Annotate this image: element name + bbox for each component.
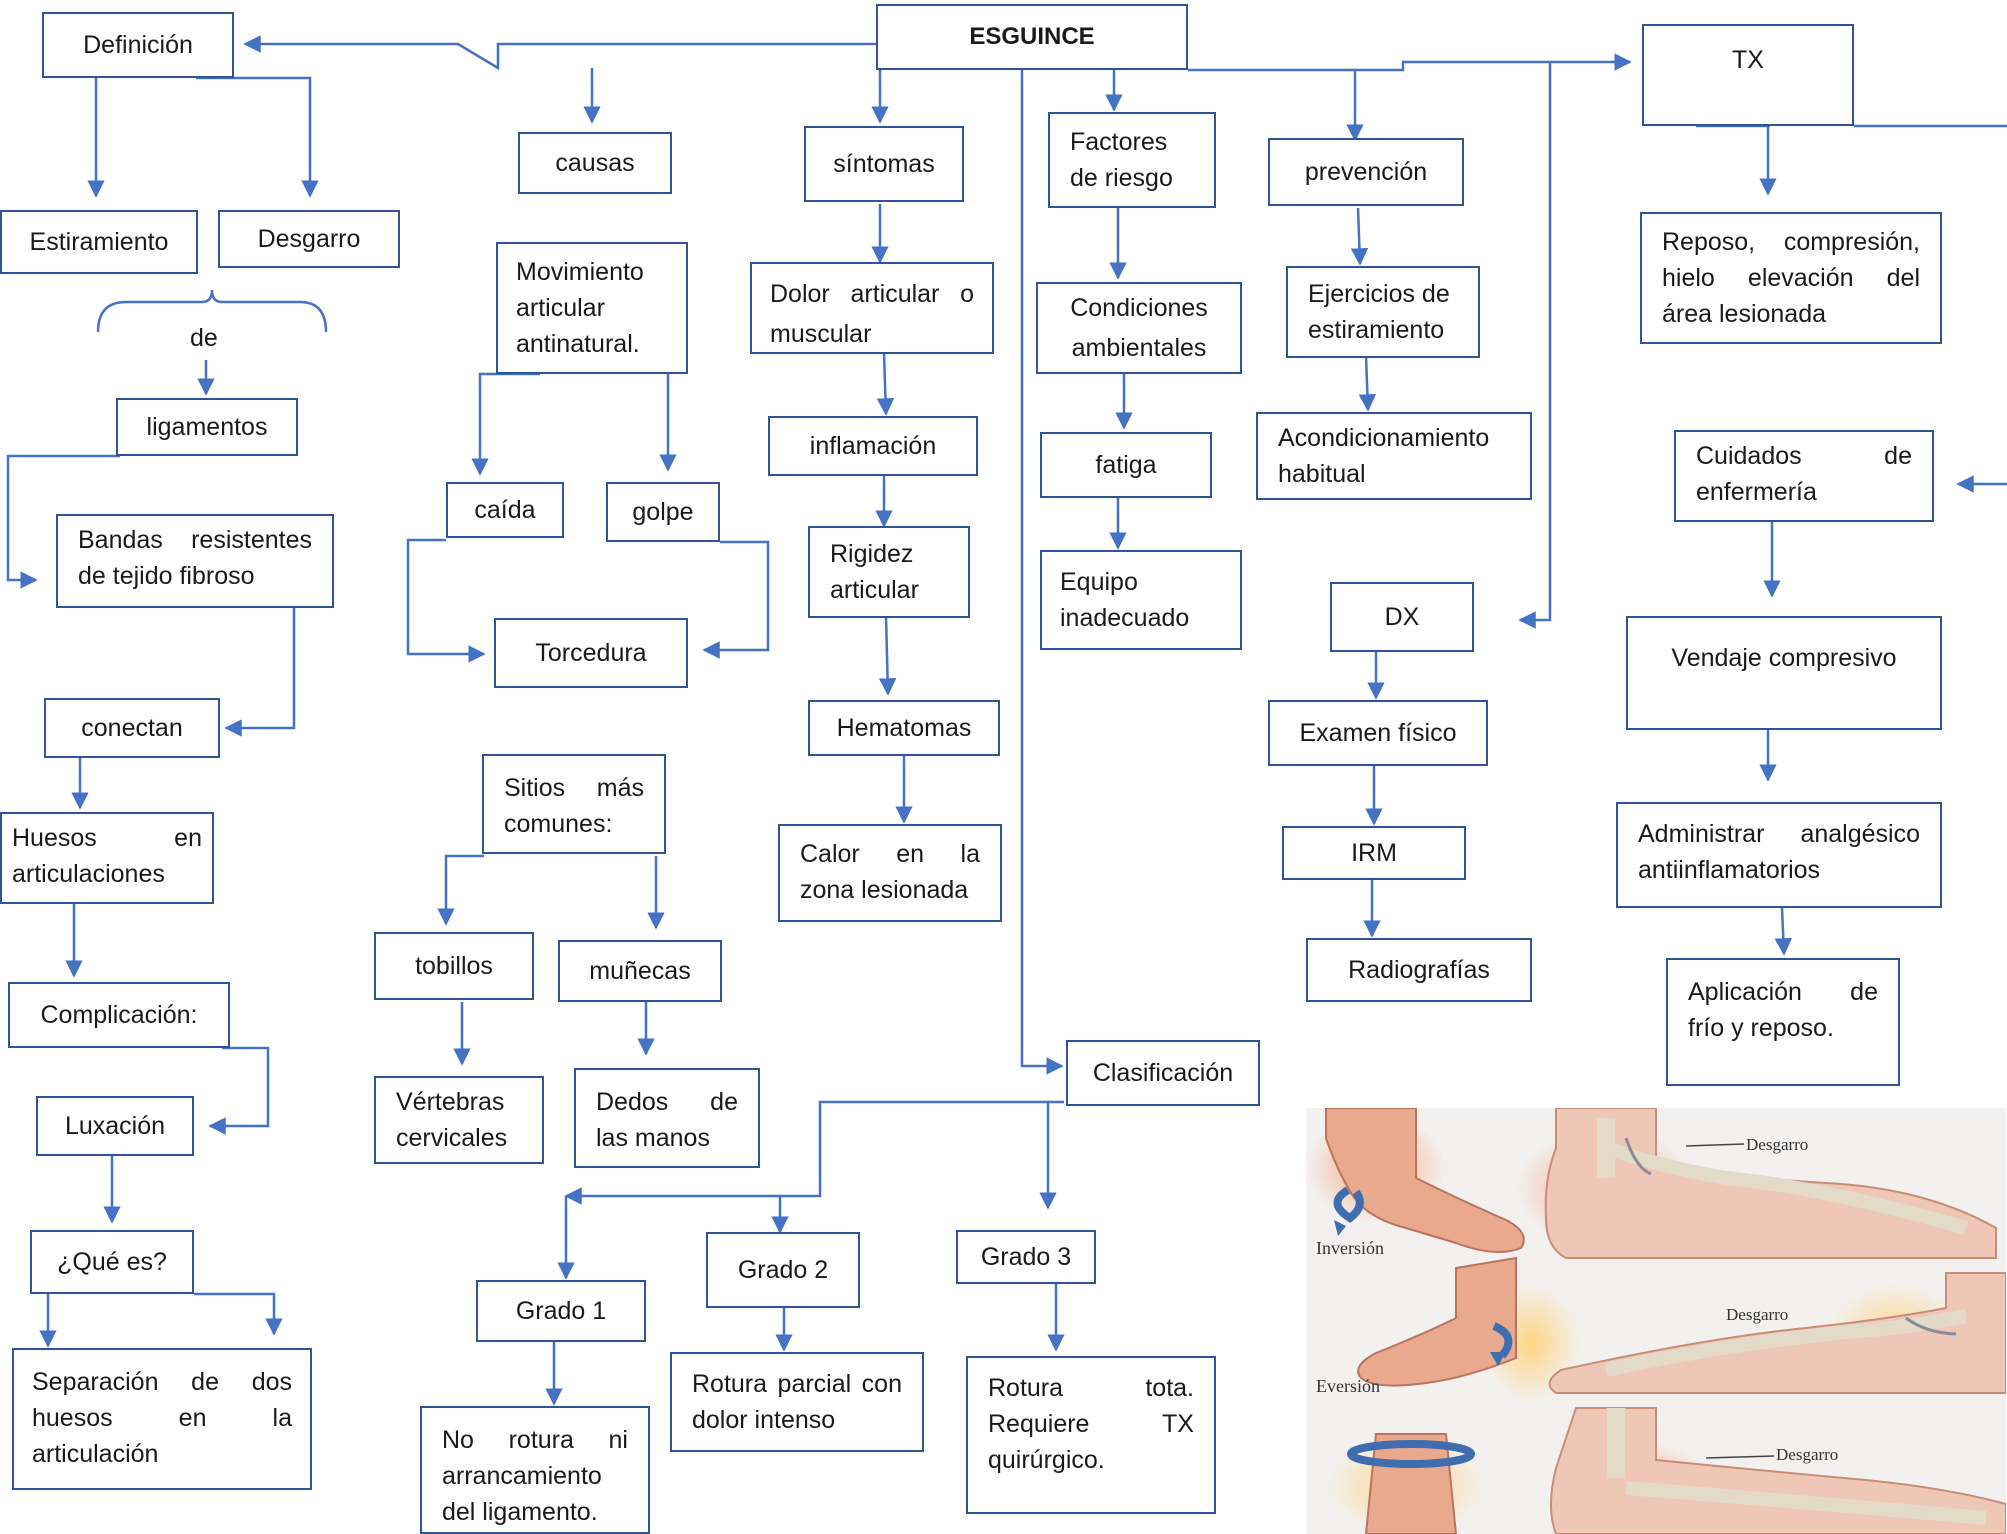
node-grado2-desc: Rotura parcial con dolor intenso (670, 1352, 924, 1452)
node-bandas: Bandas resistentes de tejido fibroso (56, 514, 334, 608)
node-grado3: Grado 3 (956, 1230, 1096, 1284)
node-complicacion: Complicación: (8, 982, 230, 1048)
ankle-bones-figure-3 (1550, 1407, 2006, 1534)
node-cuidados: Cuidados de enfermería (1674, 430, 1934, 522)
node-separacion: Separación de dos huesos en la articulac… (12, 1348, 312, 1490)
node-grado1: Grado 1 (476, 1280, 646, 1342)
ankle-rotation-figure (1326, 1433, 1486, 1534)
node-administrar: Administrar analgésico antiinflamatorios (1616, 802, 1942, 908)
node-calor: Calor en la zona lesionada (778, 824, 1002, 922)
node-grado2: Grado 2 (706, 1232, 860, 1308)
node-condiciones: Condiciones ambientales (1036, 282, 1242, 374)
connector-label-de: de (190, 324, 218, 352)
ankle-sprain-illustration: Inversión Desgarro Eversión Desgarro (1306, 1108, 2006, 1534)
node-munecas: muñecas (558, 940, 722, 1002)
node-factores: Factores de riesgo (1048, 112, 1216, 208)
node-fatiga: fatiga (1040, 432, 1212, 498)
foot-inversion-figure (1306, 1108, 1525, 1253)
node-tobillos: tobillos (374, 932, 534, 1000)
label-desgarro-3: Desgarro (1776, 1445, 1838, 1464)
label-inversion: Inversión (1316, 1238, 1384, 1258)
node-dx: DX (1330, 582, 1474, 652)
node-huesos: Huesos en articulaciones (0, 812, 214, 904)
node-ejercicios: Ejercicios de estiramiento (1286, 266, 1480, 358)
node-inflamacion: inflamación (768, 416, 978, 476)
node-grado3-desc: Rotura tota. Requiere TX quirúrgico. (966, 1356, 1216, 1514)
label-desgarro-1: Desgarro (1746, 1135, 1808, 1154)
node-luxacion: Luxación (36, 1096, 194, 1156)
node-hematomas: Hematomas (808, 700, 1000, 756)
node-ligamentos: ligamentos (116, 398, 298, 456)
node-reposo: Reposo, compresión, hielo elevación del … (1640, 212, 1942, 344)
node-dolor: Dolor articular o muscular (750, 262, 994, 354)
node-sintomas: síntomas (804, 126, 964, 202)
node-conectan: conectan (44, 698, 220, 758)
node-irm: IRM (1282, 826, 1466, 880)
node-caida: caída (446, 482, 564, 538)
ankle-bones-figure-1 (1516, 1108, 1997, 1259)
node-examen: Examen físico (1268, 700, 1488, 766)
node-esguince: ESGUINCE (876, 4, 1188, 70)
node-radiografias: Radiografías (1306, 938, 1532, 1002)
node-definicion: Definición (42, 12, 234, 78)
node-torcedura: Torcedura (494, 618, 688, 688)
node-rigidez: Rigidez articular (808, 526, 970, 618)
label-eversion: Eversión (1316, 1376, 1380, 1396)
node-estiramiento: Estiramiento (0, 210, 198, 274)
node-que-es: ¿Qué es? (30, 1230, 194, 1294)
node-acondicionamiento: Acondicionamiento habitual (1256, 412, 1532, 500)
node-aplicacion: Aplicación de frío y reposo. (1666, 958, 1900, 1086)
ankle-bones-figure-2 (1548, 1272, 2006, 1394)
node-movimiento: Movimiento articular antinatural. (496, 242, 688, 374)
label-desgarro-2: Desgarro (1726, 1305, 1788, 1324)
node-desgarro: Desgarro (218, 210, 400, 268)
node-vendaje: Vendaje compresivo (1626, 616, 1942, 730)
node-grado1-desc: No rotura ni arrancamiento del ligamento… (420, 1406, 650, 1534)
node-clasificacion: Clasificación (1066, 1040, 1260, 1106)
node-prevencion: prevención (1268, 138, 1464, 206)
node-sitios: Sitios más comunes: (482, 754, 666, 854)
node-dedos: Dedos de las manos (574, 1068, 760, 1168)
node-causas: causas (518, 132, 672, 194)
node-golpe: golpe (606, 482, 720, 542)
node-vertebras: Vértebras cervicales (374, 1076, 544, 1164)
node-tx: TX (1642, 24, 1854, 126)
node-equipo: Equipo inadecuado (1040, 550, 1242, 650)
